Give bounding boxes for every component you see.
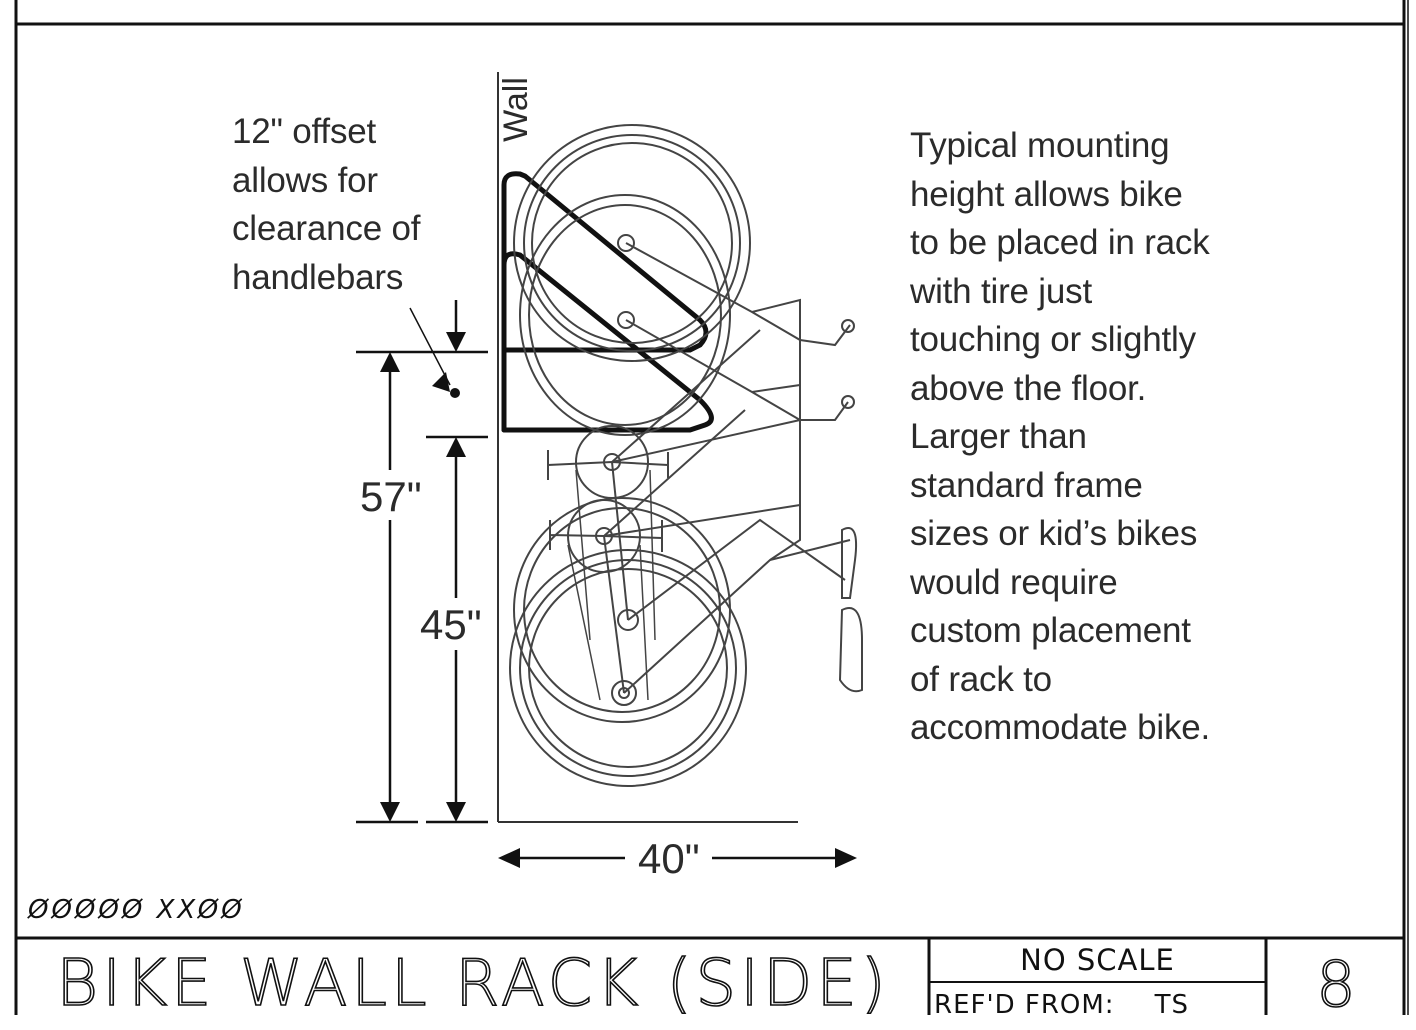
offset-note: 12" offset allows for clearance of handl…	[232, 108, 482, 302]
dimension-lines	[356, 300, 857, 868]
offset-note-line: allows for	[232, 160, 378, 200]
mounting-note-line: height allows bike	[910, 174, 1183, 214]
mounting-note-line: would require	[910, 562, 1118, 602]
dimension-45: 45"	[420, 601, 482, 648]
offset-note-line: clearance of	[232, 209, 421, 248]
mounting-note-line: touching or slightly	[910, 320, 1196, 359]
mounting-note-line: Typical mounting	[910, 126, 1170, 165]
border-lines	[14, 0, 1409, 1015]
mounting-note-line: accommodate bike.	[910, 708, 1211, 747]
offset-note-line: handlebars	[232, 257, 404, 297]
dimension-40: 40"	[638, 835, 700, 882]
mounting-note: Typical mounting height allows bike to b…	[910, 122, 1290, 753]
mounting-note-line: of rack to	[910, 659, 1052, 699]
mounting-note-line: Larger than	[910, 417, 1087, 456]
drawing-title: BIKE WALL RACK (SIDE)	[55, 946, 890, 1022]
wall-and-floor	[497, 72, 798, 823]
mounting-note-line: above the floor.	[910, 368, 1147, 408]
mounting-note-line: custom placement	[910, 611, 1191, 650]
dimension-57: 57"	[360, 473, 422, 520]
mounting-note-line: with tire just	[910, 271, 1092, 311]
sheet-number: 8	[1315, 947, 1356, 1022]
reference-label: REF'D FROM:	[934, 990, 1115, 1015]
wall-label: Wall	[496, 77, 535, 142]
reference-value: TS	[1154, 990, 1189, 1015]
offset-note-line: 12" offset	[232, 112, 377, 151]
mounting-note-line: to be placed in rack	[910, 223, 1210, 262]
drawing-stamp: ØØØØØ XXØØ	[28, 895, 245, 925]
scale-label: NO SCALE	[1020, 943, 1175, 977]
bicycle	[509, 124, 863, 787]
reference-field: REF'D FROM: TS	[934, 985, 1264, 1015]
mounting-note-line: sizes or kid’s bikes	[910, 514, 1198, 553]
mounting-note-line: standard frame	[910, 465, 1143, 505]
